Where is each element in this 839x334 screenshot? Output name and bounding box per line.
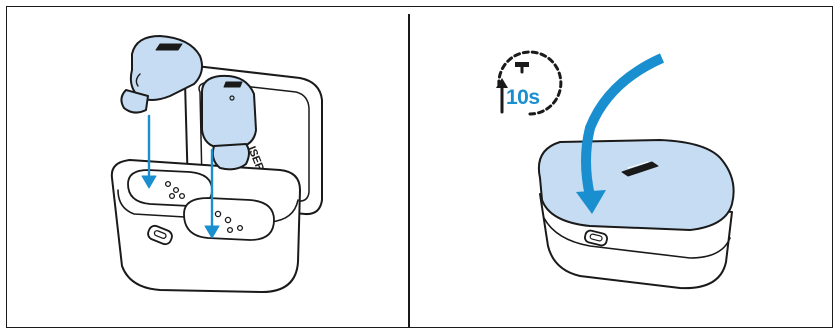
timer-label: 10s (506, 86, 540, 110)
left-panel: ISER (112, 36, 322, 292)
closed-case-icon (539, 140, 734, 288)
